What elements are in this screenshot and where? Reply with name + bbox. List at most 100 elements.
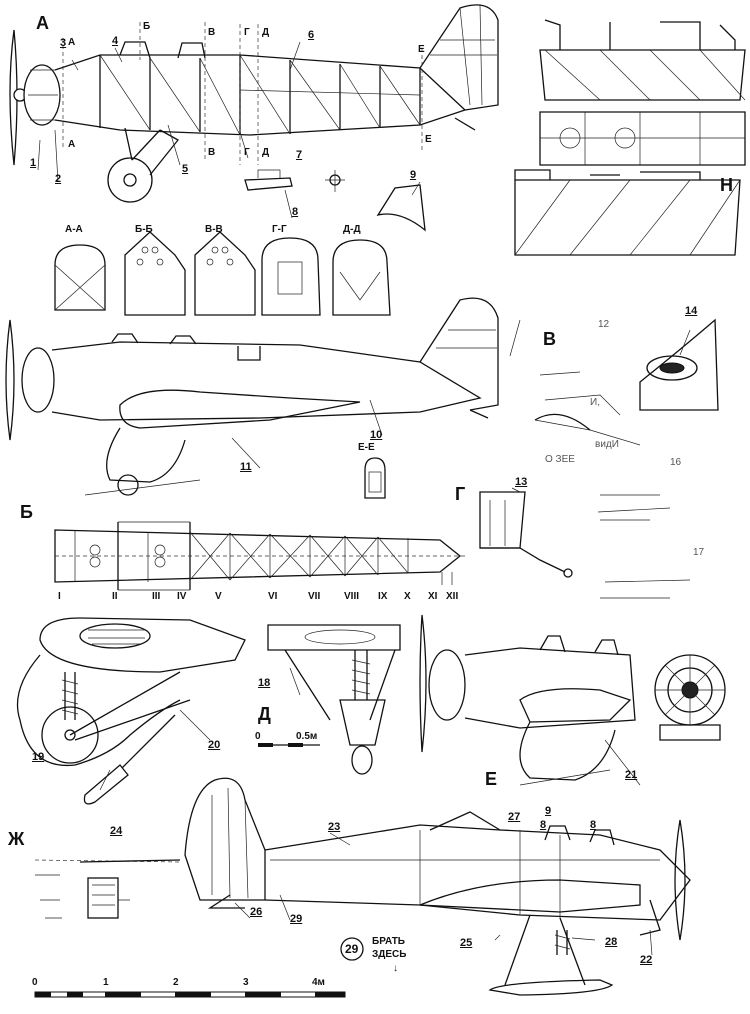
scale-tick-label: 2 <box>173 977 179 988</box>
section-label: В-В <box>205 224 223 235</box>
callout-25: 25 <box>460 937 473 949</box>
cut-mark: А <box>68 37 76 48</box>
note-number: 29 <box>345 942 359 956</box>
view-g-detail <box>479 491 691 599</box>
leader-lines <box>37 41 691 956</box>
cut-mark: Г <box>244 147 250 158</box>
section-label: Б-Б <box>135 224 153 235</box>
gear-detail-left <box>16 617 246 805</box>
callout-6: 6 <box>308 29 315 41</box>
frame-label: XII <box>446 591 459 602</box>
cut-mark: В <box>208 147 216 158</box>
callout-5: 5 <box>182 163 189 175</box>
callout-24: 24 <box>110 825 123 837</box>
detail-scale-end: 0.5м <box>296 731 318 742</box>
sections-row <box>54 231 391 316</box>
callout-9-second: 9 <box>545 805 552 817</box>
callout-27: 27 <box>508 811 521 823</box>
view-v-detail <box>534 318 719 446</box>
frame-label: II <box>112 591 118 602</box>
view-label-b: Б <box>20 502 33 522</box>
cut-mark: Б <box>143 21 151 32</box>
callout-13: 13 <box>515 476 528 488</box>
callout-22: 22 <box>640 954 653 966</box>
frame-label: V <box>215 591 222 602</box>
view-v-text: О ЗЕЕ <box>545 454 575 465</box>
callout-18: 18 <box>258 677 271 689</box>
frame-label: VII <box>308 591 321 602</box>
truss-side-view <box>9 4 499 203</box>
callout-1: 1 <box>30 157 37 169</box>
front-section-view <box>419 614 726 786</box>
view-label-n: Н <box>720 175 733 195</box>
section-label: Д-Д <box>343 224 361 235</box>
callout-14: 14 <box>685 305 698 317</box>
view-label-v: В <box>543 329 556 349</box>
frame-label: I <box>58 591 61 602</box>
cut-mark: Д <box>262 27 270 38</box>
callout-8-third: 8 <box>540 819 547 831</box>
note-line-2: ЗДЕСЬ <box>372 949 407 960</box>
callout-19: 19 <box>32 751 45 763</box>
aircraft-side-view <box>5 297 499 496</box>
callout-28: 28 <box>605 936 618 948</box>
view-label-zh: Ж <box>8 829 25 849</box>
view-label-g: Г <box>455 484 466 504</box>
detail-scale-bar <box>258 743 320 747</box>
callout-8-second: 8 <box>590 819 597 831</box>
frame-label: VIII <box>344 591 360 602</box>
callout-17: 17 <box>693 547 705 558</box>
callout-2: 2 <box>55 173 62 185</box>
callout-11: 11 <box>240 461 252 473</box>
view-label-d: Д <box>258 704 271 724</box>
callout-16: 16 <box>670 457 682 468</box>
detail-scale-start: 0 <box>255 731 261 742</box>
callout-12: 12 <box>598 319 610 330</box>
main-scale-bar <box>34 991 346 998</box>
callout-26: 26 <box>250 906 263 918</box>
callout-3: 3 <box>60 37 67 49</box>
gear-detail-right <box>267 624 401 775</box>
callout-8: 8 <box>292 206 299 218</box>
note-arrow: ↓ <box>393 963 398 974</box>
scale-tick-label: 0 <box>32 977 38 988</box>
truss-plan-view <box>54 521 465 591</box>
cut-mark: Е <box>425 134 432 145</box>
section-label: Е-Е <box>358 442 375 453</box>
scale-tick-label: 3 <box>243 977 249 988</box>
view-label-e: Е <box>485 769 498 789</box>
scale-tick-label: 1 <box>103 977 109 988</box>
section-label: Г-Г <box>272 224 287 235</box>
scale-tick-label: 4м <box>312 977 325 988</box>
callout-4: 4 <box>112 35 119 47</box>
cockpit-frames-view <box>514 19 746 256</box>
section-label: А-А <box>65 224 83 235</box>
cut-mark: А <box>68 139 76 150</box>
callout-10: 10 <box>370 429 383 441</box>
cut-mark: Е <box>418 44 425 55</box>
frame-label: XI <box>428 591 438 602</box>
callout-9: 9 <box>410 169 417 181</box>
ski-variant-side-view <box>184 777 691 996</box>
frame-label: III <box>152 591 161 602</box>
section-e-e <box>364 457 386 499</box>
callout-7: 7 <box>296 149 303 161</box>
view-v-text: видИ <box>595 439 619 450</box>
view-label-a: А <box>36 13 49 33</box>
cut-mark: Д <box>262 147 270 158</box>
frame-label: VI <box>268 591 278 602</box>
callout-20: 20 <box>208 739 221 751</box>
frame-label: X <box>404 591 411 602</box>
cut-mark: Г <box>244 27 250 38</box>
view-v-text: И, <box>590 397 600 408</box>
note-line-1: БРАТЬ <box>372 936 405 947</box>
frame-label: IX <box>378 591 388 602</box>
callout-29: 29 <box>290 913 303 925</box>
callout-23: 23 <box>328 821 341 833</box>
callout-21: 21 <box>625 769 638 781</box>
view-zh-detail <box>34 859 181 919</box>
frame-label: IV <box>177 591 187 602</box>
small-parts <box>244 169 426 232</box>
